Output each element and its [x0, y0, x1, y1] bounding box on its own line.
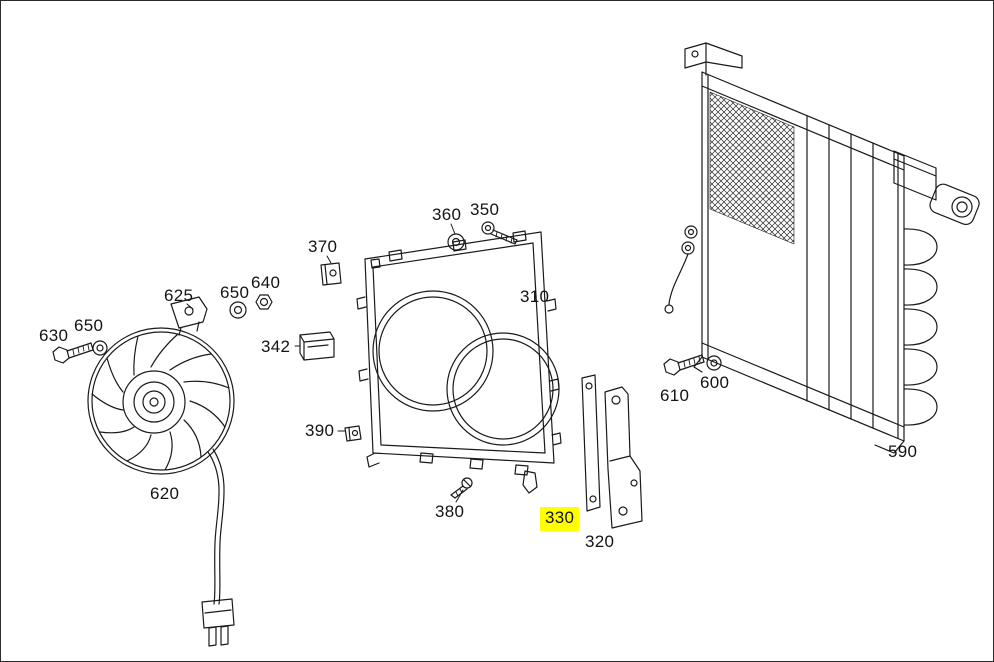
electric-fan-drawing [87, 296, 235, 647]
part-label-380[interactable]: 380 [435, 502, 465, 521]
part-label-625[interactable]: 625 [164, 286, 194, 305]
clip-342-drawing [299, 331, 335, 361]
clip-390-drawing [344, 425, 362, 442]
part-label-390[interactable]: 390 [305, 421, 335, 440]
washer-650-right-drawing [229, 301, 247, 319]
part-label-650-right[interactable]: 650 [220, 283, 250, 302]
part-label-310[interactable]: 310 [520, 287, 550, 306]
part-label-640[interactable]: 640 [251, 273, 281, 292]
bracket-320-drawing [604, 386, 643, 529]
part-label-590[interactable]: 590 [888, 442, 918, 461]
part-label-610[interactable]: 610 [660, 386, 690, 405]
washer-360-drawing [447, 233, 465, 251]
part-label-320[interactable]: 320 [585, 532, 615, 551]
part-label-342[interactable]: 342 [261, 337, 291, 356]
part-label-330-highlighted[interactable]: 330 [540, 507, 580, 531]
strip-330-drawing [581, 374, 601, 512]
fan-wire-drawing [207, 448, 225, 605]
part-label-350[interactable]: 350 [470, 200, 500, 219]
leader-lines [186, 223, 464, 503]
condenser-drawing [664, 42, 980, 454]
fan-connector-drawing [201, 598, 235, 647]
fan-bracket-625-drawing [170, 296, 208, 336]
clip-370-drawing [320, 262, 342, 286]
bolt-610-drawing [663, 354, 705, 376]
part-label-370[interactable]: 370 [308, 237, 338, 256]
bolt-630-drawing [52, 342, 94, 364]
part-label-620[interactable]: 620 [150, 484, 180, 503]
washer-600-drawing [706, 355, 722, 371]
nut-640-drawing [255, 294, 273, 310]
part-label-630[interactable]: 630 [39, 326, 69, 345]
washer-650-left-drawing [92, 340, 108, 356]
screw-380-drawing [450, 477, 473, 499]
screw-350-drawing [481, 221, 518, 245]
part-label-650-left[interactable]: 650 [74, 316, 104, 335]
part-label-360[interactable]: 360 [432, 205, 462, 224]
fan-shroud-drawing [356, 230, 562, 494]
part-label-600[interactable]: 600 [700, 373, 730, 392]
